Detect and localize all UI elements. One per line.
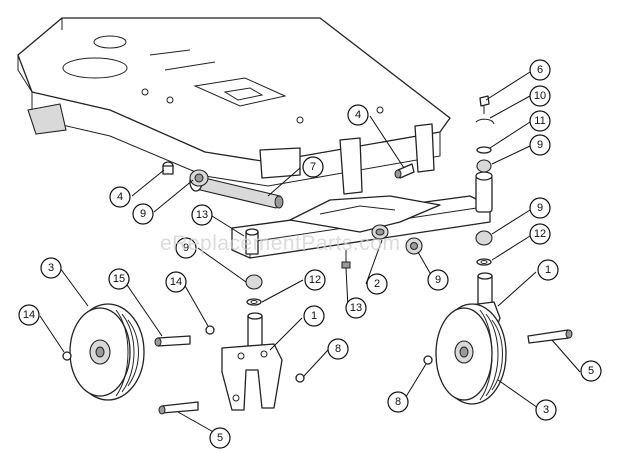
callout-label: 12 (309, 274, 321, 286)
left-axle-bolt (154, 325, 215, 347)
callout-8-left: 8 (327, 338, 349, 360)
callout-label: 14 (170, 276, 182, 288)
right-wheel (423, 303, 507, 405)
callout-3-right: 3 (535, 399, 557, 421)
callout-9-left-upper: 9 (132, 203, 154, 225)
callout-label: 7 (310, 161, 316, 173)
mower-frame (17, 17, 451, 195)
callout-9-left-mid: 9 (175, 237, 197, 259)
front-axle (231, 171, 493, 269)
left-bottom-bolt (158, 401, 199, 415)
callout-4-right: 4 (347, 104, 369, 126)
callout-15: 15 (108, 268, 130, 290)
callout-label: 8 (395, 396, 401, 408)
nut-left (295, 373, 305, 383)
callout-6: 6 (529, 59, 551, 81)
callout-9-right-mid: 9 (529, 197, 551, 219)
callout-1-right: 1 (537, 259, 559, 281)
callout-label: 11 (534, 115, 545, 127)
left-wheel (62, 303, 145, 401)
callout-label: 9 (537, 139, 543, 151)
callout-8-right: 8 (387, 391, 409, 413)
callout-label: 12 (534, 228, 546, 240)
callout-label: 3 (543, 404, 549, 416)
callout-label: 14 (23, 309, 35, 321)
callout-label: 6 (537, 64, 543, 76)
bolt-right-upper (394, 163, 415, 179)
callout-13-lower: 13 (345, 297, 367, 319)
callout-label: 8 (335, 343, 341, 355)
left-spindle-hardware (245, 274, 263, 306)
watermark-text: eReplacementParts.com (160, 232, 400, 255)
callout-1-left: 1 (303, 305, 325, 327)
right-upper-hardware (475, 95, 495, 173)
callout-label: 5 (217, 432, 223, 444)
bushing-left-upper (162, 161, 209, 187)
callout-label: 9 (537, 202, 543, 214)
callout-label: 4 (355, 109, 361, 121)
callout-3-left: 3 (40, 257, 62, 279)
callout-label: 13 (350, 302, 362, 314)
callout-4-left: 4 (109, 186, 131, 208)
callout-10: 10 (529, 85, 551, 107)
callout-9-upper-right: 9 (529, 134, 551, 156)
callout-14-mid: 14 (165, 271, 187, 293)
callout-label: 9 (183, 242, 189, 254)
callout-13-upper: 13 (191, 204, 213, 226)
callout-label: 2 (374, 278, 380, 290)
callout-label: 4 (117, 191, 123, 203)
callout-label: 3 (48, 262, 54, 274)
callout-label: 13 (196, 209, 208, 221)
callout-9-axle-right: 9 (427, 269, 449, 291)
callout-12-left: 12 (304, 269, 326, 291)
leader-lines (39, 71, 581, 439)
left-spindle (221, 312, 283, 411)
callout-label: 9 (140, 208, 146, 220)
callout-14-left: 14 (18, 304, 40, 326)
bushing-axle-right (405, 237, 423, 255)
callout-2: 2 (366, 273, 388, 295)
callout-5-right: 5 (580, 360, 602, 382)
right-spindle-hardware (475, 230, 493, 266)
callout-12-right: 12 (529, 223, 551, 245)
callout-7: 7 (302, 156, 324, 178)
callout-label: 5 (588, 365, 594, 377)
callout-11: 11 (529, 110, 551, 132)
callout-label: 1 (545, 264, 551, 276)
callout-label: 1 (311, 310, 317, 322)
callout-label: 9 (435, 274, 441, 286)
callout-label: 15 (113, 273, 125, 285)
right-axle-bolt (527, 329, 573, 344)
callout-label: 10 (534, 90, 546, 102)
callout-5-left: 5 (209, 427, 231, 449)
